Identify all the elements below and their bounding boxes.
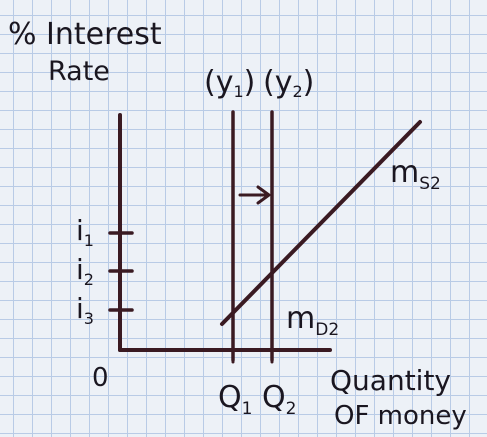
y-axis-title-line1: % Interest: [8, 17, 162, 52]
x-axis-title-line2: OF money: [334, 401, 467, 431]
tick-label-q1: Q1: [218, 380, 252, 419]
origin-label: 0: [92, 363, 109, 393]
tick-label-i3: i3: [76, 292, 94, 328]
x-axis-title-line1: Quantity: [330, 364, 451, 397]
y-axis-title-line2: Rate: [48, 56, 110, 87]
income-label-y2: (y2): [263, 65, 314, 101]
supply-curve: [220, 120, 422, 326]
demand-curve-label: mD2: [286, 301, 339, 340]
supply-curve-label: mS2: [390, 155, 441, 194]
shift-arrow-head: [256, 185, 272, 205]
income-label-y1: (y1): [204, 65, 255, 101]
tick-label-i2: i2: [76, 253, 94, 289]
tick-label-i1: i1: [76, 214, 94, 250]
tick-label-q2: Q2: [262, 380, 296, 419]
